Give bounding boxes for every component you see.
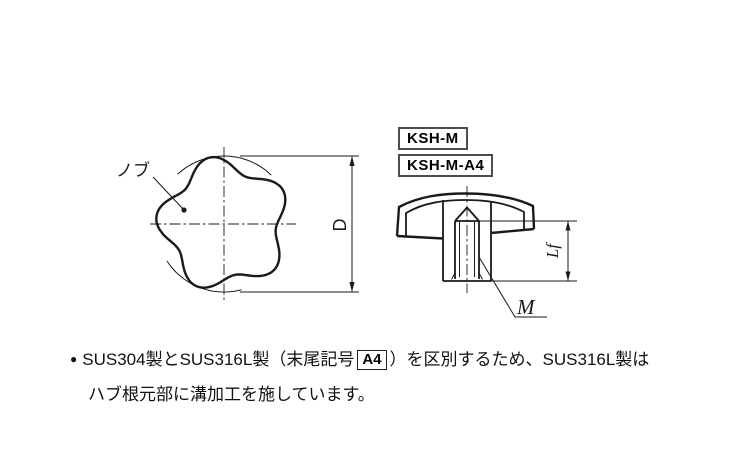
- d-arrow-top: [349, 156, 355, 166]
- lf-arrow-top: [565, 221, 571, 231]
- tip-circle-arc-top: [177, 155, 272, 176]
- diameter-dimension-label: D: [329, 218, 350, 232]
- head-inner-contour: [405, 199, 525, 236]
- part-number-badge-ksh-m-a4: KSH-M-A4: [398, 154, 494, 177]
- knob-leader-dot: [181, 207, 187, 213]
- head-underside-left: [396, 234, 444, 240]
- lf-arrow-bottom: [565, 271, 571, 281]
- part-number-badge-ksh-m: KSH-M: [398, 127, 468, 150]
- head-outer-profile: [395, 192, 536, 237]
- bullet-icon: ●: [70, 352, 78, 366]
- star-knob-outline: [155, 155, 287, 289]
- note-line-2: ハブ根元部に溝加工を施しています。: [88, 385, 375, 404]
- head-underside-right: [490, 227, 535, 235]
- side-view-knob: [395, 186, 577, 318]
- front-view-knob: [150, 147, 359, 302]
- knob-callout-label: ノブ: [116, 161, 150, 180]
- hole-chamfer-right: [478, 272, 483, 280]
- m-leader-line: [478, 256, 547, 318]
- note-line1-prefix: SUS304製とSUS316L製（末尾記号: [82, 350, 355, 369]
- hole-chamfer-left: [451, 272, 456, 280]
- drill-point-cone: [454, 206, 480, 222]
- thread-size-dimension-label: M: [517, 295, 535, 319]
- note-line1-suffix: ）を区別するため、SUS316L製は: [389, 350, 650, 369]
- knob-leader-line: [152, 176, 185, 211]
- thread-length-dimension-label: Lf: [543, 243, 562, 259]
- d-arrow-bottom: [349, 282, 355, 292]
- suffix-code-badge: A4: [357, 350, 387, 370]
